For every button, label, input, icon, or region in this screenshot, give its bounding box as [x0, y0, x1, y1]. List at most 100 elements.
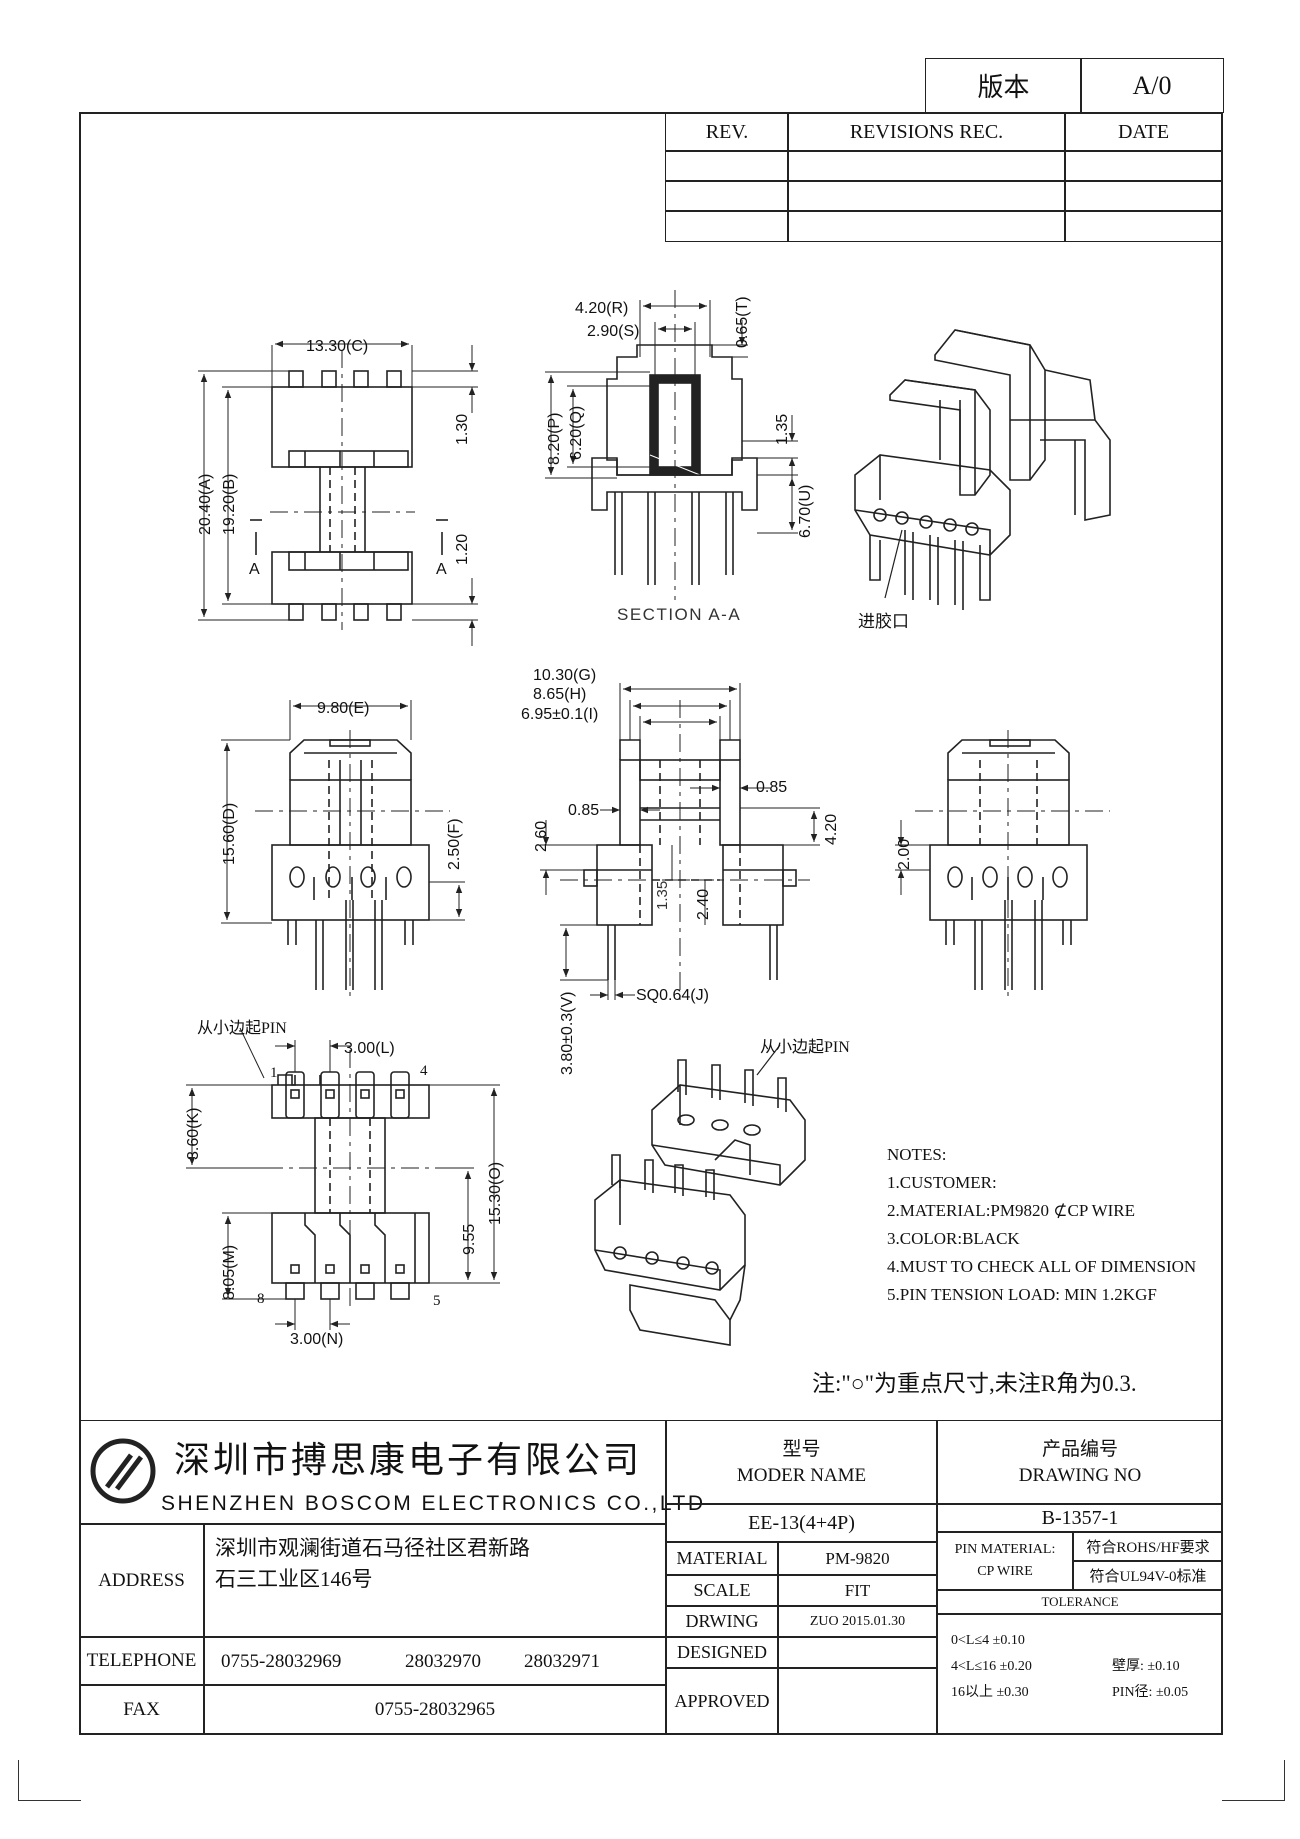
address-value [203, 1523, 667, 1638]
notes-block: NOTES: 1.CUSTOMER: 2.MATERIAL:PM9820 ⊄CP… [887, 1141, 1196, 1309]
revisions-rec-header: REVISIONS REC. [787, 112, 1066, 152]
dim-N: 3.00(N) [290, 1331, 343, 1348]
model-header-en: MODER NAME [736, 1464, 867, 1486]
note-line-4: 4.MUST TO CHECK ALL OF DIMENSION [887, 1257, 1197, 1276]
telephone-value [203, 1636, 667, 1686]
pin-material-label: PIN MATERIAL: [954, 1542, 1056, 1557]
tolerance-3: 16以上 ±0.30 [951, 1685, 1029, 1700]
designed-value [777, 1636, 938, 1669]
designed-label: DESIGNED [665, 1636, 779, 1669]
company-name-cn: 深圳市搏思康电子有限公司 [174, 1440, 643, 1480]
dim-A: 20.40(A) [197, 474, 214, 535]
drwing-label: DRWING [665, 1605, 779, 1638]
pin-material-cell: PIN MATERIAL: CP WIRE [936, 1531, 1074, 1591]
dim-C: 13.30(C) [306, 338, 368, 355]
dim-4-20: 4.20 [823, 814, 840, 845]
dim-2-00: 2.00 [896, 839, 913, 870]
scale-label: SCALE [665, 1574, 779, 1607]
date-header: DATE [1064, 112, 1223, 152]
pin-number-5: 5 [433, 1293, 441, 1309]
pin-number-8: 8 [257, 1291, 265, 1307]
dim-I: 6.95±0.1(I) [521, 706, 598, 723]
rev-header: REV. [665, 112, 789, 152]
section-mark-left: A [249, 561, 260, 578]
gate-label: 进胶口 [858, 612, 909, 631]
fax-label: FAX [79, 1684, 205, 1735]
address-line-2: 石三工业区146号 [215, 1567, 373, 1591]
rev-row-1-c3 [1064, 150, 1223, 182]
model-header-cn: 型号 [782, 1438, 821, 1460]
iso-view-bottom [594, 1044, 806, 1346]
footnote: 注:"○"为重点尺寸,未注R角为0.3. [812, 1371, 1137, 1396]
drwing-value: ZUO 2015.01.30 [777, 1605, 938, 1638]
rev-row-2-c3 [1064, 180, 1223, 212]
front-view [198, 340, 478, 646]
fax-value: 0755-28032965 [203, 1684, 667, 1735]
rev-row-1-c2 [787, 150, 1066, 182]
right-view [895, 730, 1110, 1000]
note-line-1: 1.CUSTOMER: [887, 1173, 997, 1192]
address-line-1: 深圳市观澜街道石马径社区君新路 [215, 1536, 530, 1560]
drawing-header-en: DRAWING NO [1018, 1464, 1142, 1486]
rev-row-2-c2 [787, 180, 1066, 212]
dim-O: 15.30(O) [487, 1162, 504, 1225]
drawing-header-cn: 产品编号 [1041, 1438, 1118, 1460]
tolerance-1: 0<L≤4 ±0.10 [951, 1633, 1025, 1648]
center-view [540, 683, 820, 1000]
section-mark-right: A [436, 561, 447, 578]
drawing-number: B-1357-1 [936, 1503, 1223, 1533]
rev-row-3-c3 [1064, 210, 1223, 242]
pin-material-value: CP WIRE [977, 1564, 1033, 1579]
tolerance-label: TOLERANCE [936, 1589, 1223, 1615]
iso-view-top [854, 329, 1111, 610]
dim-B: 19.20(B) [221, 474, 238, 535]
pin-number-4: 4 [420, 1063, 428, 1079]
dim-1-20: 1.20 [454, 534, 471, 565]
dim-U: 6.70(U) [797, 485, 814, 538]
dim-V: 3.80±0.3(V) [559, 992, 576, 1076]
dim-T: 0.65(T) [734, 296, 751, 348]
crop-mark-right [1222, 1760, 1285, 1801]
rev-row-2-c1 [665, 180, 789, 212]
dim-G: 10.30(G) [533, 667, 596, 684]
dim-2-40: 2.40 [695, 889, 712, 920]
rev-row-3-c1 [665, 210, 789, 242]
company-logo [90, 1438, 156, 1504]
tolerance-2: 4<L≤16 ±0.20 [951, 1659, 1032, 1674]
drawing-frame [79, 112, 1223, 1735]
dim-F: 2.50(F) [446, 818, 463, 870]
dim-E: 9.80(E) [317, 700, 369, 717]
material-label: MATERIAL [665, 1541, 779, 1576]
note-line-2: 2.MATERIAL:PM9820 ⊄CP WIRE [887, 1201, 1136, 1220]
dim-P: 8.20(P) [546, 413, 563, 465]
pin-start-note-iso: 从小边起PIN [760, 1038, 850, 1056]
dim-S: 2.90(S) [587, 323, 639, 340]
telephone-1: 0755-28032969 [221, 1651, 342, 1672]
section-caption: SECTION A-A [617, 605, 741, 624]
pin-number-1: 1 [270, 1065, 278, 1081]
telephone-2: 28032970 [405, 1651, 481, 1672]
bottom-view [186, 1027, 500, 1330]
telephone-3: 28032971 [524, 1651, 600, 1672]
dim-1-35-section: 1.35 [774, 414, 791, 445]
rohs-compliance: 符合ROHS/HF要求 [1072, 1531, 1223, 1562]
dim-2-60: 2.60 [533, 821, 550, 852]
dim-Q: 6.20(Q) [568, 406, 585, 460]
wall-tolerance: 壁厚: ±0.10 [1112, 1659, 1180, 1674]
company-name-en: SHENZHEN BOSCOM ELECTRONICS CO.,LTD [161, 1492, 706, 1515]
note-line-5: 5.PIN TENSION LOAD: MIN 1.2KGF [887, 1285, 1157, 1304]
dim-D: 15.60(D) [221, 803, 238, 865]
rev-row-3-c2 [787, 210, 1066, 242]
telephone-label: TELEPHONE [79, 1636, 205, 1686]
revisions-table: REV. REVISIONS REC. DATE [665, 112, 1223, 242]
model-value: EE-13(4+4P) [665, 1503, 938, 1543]
scale-value: FIT [777, 1574, 938, 1607]
technical-drawing: 13.30(C) 20.40(A) 19.20(B) 1.30 1.20 A A [185, 290, 1111, 1348]
ul-compliance: 符合UL94V-0标准 [1072, 1560, 1223, 1591]
dim-M: 8.05(M) [221, 1245, 238, 1300]
dim-H: 8.65(H) [533, 686, 586, 703]
section-view [545, 290, 798, 600]
dim-9-55: 9.55 [461, 1224, 478, 1255]
dim-1-30: 1.30 [454, 414, 471, 445]
dim-R: 4.20(R) [575, 300, 628, 317]
